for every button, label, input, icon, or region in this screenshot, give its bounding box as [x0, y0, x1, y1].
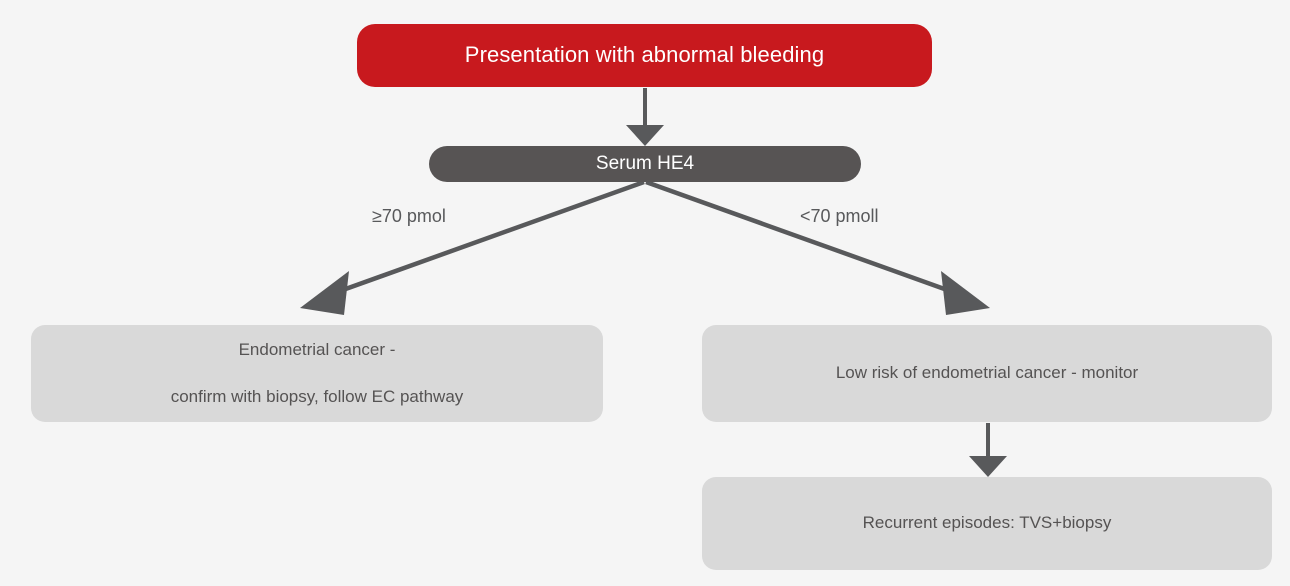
connector-right-outcome-to-recurrent — [969, 423, 1007, 477]
connector-test-to-right-outcome — [645, 179, 990, 315]
edge-label-low-he4: <70 pmoll — [800, 206, 879, 226]
connector-root-to-test — [626, 88, 664, 146]
node-left-outcome-line2: confirm with biopsy, follow EC pathway — [170, 386, 464, 406]
node-right-outcome-label: Low risk of endometrial cancer - monitor — [835, 363, 1139, 383]
node-recurrent-episodes[interactable]: Recurrent episodes: TVS+biopsy — [702, 477, 1272, 570]
node-recurrent-label: Recurrent episodes: TVS+biopsy — [862, 513, 1112, 533]
connector-test-to-left-outcome — [300, 179, 645, 315]
node-test-label: Serum HE4 — [595, 152, 695, 174]
node-left-outcome-line1: Endometrial cancer - — [238, 340, 396, 360]
node-endometrial-cancer-confirm[interactable]: Endometrial cancer - confirm with biopsy… — [31, 325, 603, 422]
node-serum-he4[interactable]: Serum HE4 — [429, 146, 861, 182]
node-low-risk-monitor[interactable]: Low risk of endometrial cancer - monitor — [702, 325, 1272, 422]
node-presentation-abnormal-bleeding[interactable]: Presentation with abnormal bleeding — [357, 24, 932, 87]
node-root-label: Presentation with abnormal bleeding — [464, 42, 825, 68]
edge-label-high-he4: ≥70 pmol — [372, 206, 446, 226]
